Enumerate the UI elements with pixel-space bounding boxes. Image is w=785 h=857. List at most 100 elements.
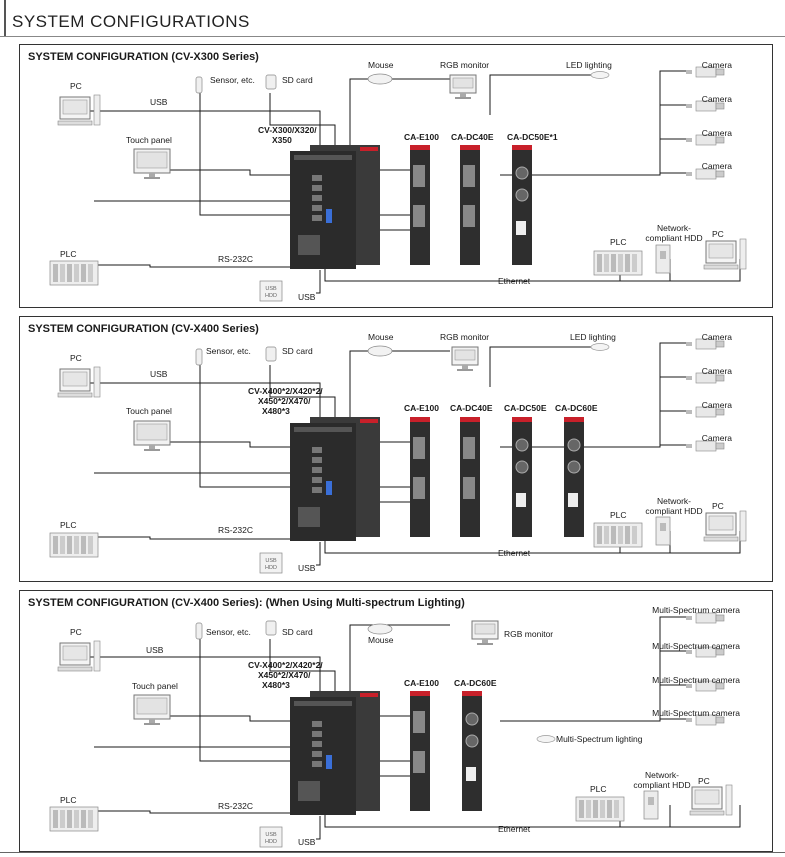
- usb-hdd-text: HDD: [265, 293, 277, 299]
- wire: [349, 350, 360, 429]
- wire: [95, 536, 306, 540]
- network-hdd-label-1: Network-: [656, 223, 691, 233]
- plc-label: PLC: [60, 520, 77, 530]
- sd-card-icon: [265, 74, 277, 90]
- diagram-wiring-3: USB HDD: [49, 612, 741, 848]
- led-lighting-icon: [590, 71, 610, 79]
- plc-right-label: PLC: [610, 237, 627, 247]
- network-hdd-icon: [655, 516, 671, 546]
- usb-label: USB: [146, 645, 164, 655]
- wire: [316, 816, 321, 840]
- pc-right-icon: [703, 238, 747, 270]
- camera-icon: [686, 714, 725, 726]
- sensor-icon: [195, 76, 203, 94]
- panel-cv-x400-multispectrum: USB HDD SYSTEM CONFIGURATION (CV-X400 Ser…: [19, 590, 773, 852]
- touch-panel-icon: [133, 694, 171, 725]
- wire: [95, 264, 306, 268]
- plc-label: PLC: [60, 249, 77, 259]
- sensor-label: Sensor, etc.: [206, 346, 251, 356]
- pc-icon: [57, 640, 101, 672]
- camera-icon: [686, 406, 725, 418]
- controller-label-3: X480*3: [262, 406, 290, 416]
- network-hdd-icon: [655, 244, 671, 274]
- mouse-icon: [367, 345, 393, 357]
- wire: [269, 365, 336, 427]
- wire: [500, 70, 688, 176]
- sd-card-label: SD card: [282, 627, 313, 637]
- mouse-label: Mouse: [368, 332, 394, 342]
- camera-icon: [686, 646, 725, 658]
- camera-label: Camera: [701, 128, 732, 138]
- plc-right-icon: [575, 796, 625, 822]
- mouse-icon: [367, 623, 393, 635]
- rgb-monitor-label: RGB monitor: [440, 332, 490, 342]
- network-hdd-label-2: compliant HDD: [645, 506, 703, 516]
- camera-unit-icon: [410, 691, 430, 811]
- rgb-monitor-icon: [451, 346, 479, 371]
- wire: [324, 531, 741, 554]
- wire: [349, 78, 360, 157]
- wire: [269, 639, 336, 701]
- camera-label: Camera: [701, 60, 732, 70]
- plc-icon: [49, 806, 99, 832]
- rgb-monitor-label: RGB monitor: [440, 60, 490, 70]
- network-hdd-label-2: compliant HDD: [645, 233, 703, 243]
- network-hdd-icon: [643, 790, 659, 820]
- ethernet-label: Ethernet: [498, 548, 531, 558]
- usb-label: USB: [150, 369, 168, 379]
- pc-icon: [57, 366, 101, 398]
- plc-icon: [49, 532, 99, 558]
- camera-icon: [686, 168, 725, 180]
- wire: [199, 365, 306, 488]
- page-title: SYSTEM CONFIGURATIONS: [12, 12, 250, 31]
- mouse-label: Mouse: [368, 635, 394, 645]
- controller-icon: [290, 145, 380, 269]
- rgb-monitor-icon: [449, 74, 477, 99]
- title-tick: [4, 0, 6, 36]
- ms-camera-label: Multi-Spectrum camera: [652, 641, 740, 651]
- title-underline: [0, 36, 785, 37]
- controller-label-1: CV-X400*2/X420*2/: [248, 660, 323, 670]
- wire: [500, 616, 688, 722]
- unit-ca-dc60e-label: CA-DC60E: [555, 403, 598, 413]
- led-lighting-icon: [590, 343, 610, 351]
- plc-icon: [49, 260, 99, 286]
- panel-title: SYSTEM CONFIGURATION (CV-X400 Series): [28, 323, 259, 335]
- led-lighting-label: LED lighting: [566, 60, 612, 70]
- sensor-icon: [195, 348, 203, 366]
- pc-right-icon: [689, 784, 733, 816]
- wire: [316, 542, 321, 566]
- plc-right-label: PLC: [610, 510, 627, 520]
- usb-hdd-text: HDD: [265, 839, 277, 845]
- camera-unit-icon: [564, 417, 584, 537]
- camera-icon: [686, 100, 725, 112]
- touch-panel-icon: [133, 420, 171, 451]
- unit-ca-dc40e-label: CA-DC40E: [451, 132, 494, 142]
- panel-title: SYSTEM CONFIGURATION (CV-X400 Series): (…: [28, 597, 465, 609]
- wire: [170, 715, 306, 722]
- camera-icon: [686, 440, 725, 452]
- rgb-monitor-icon: [471, 620, 499, 645]
- page-bottom-rule: [0, 852, 785, 853]
- panel-title: SYSTEM CONFIGURATION (CV-X300 Series): [28, 51, 259, 63]
- network-hdd-label-1: Network-: [656, 496, 691, 506]
- unit-ca-dc40e-label: CA-DC40E: [450, 403, 493, 413]
- unit-ca-e100-label: CA-E100: [404, 678, 439, 688]
- usb-bottom-label: USB: [298, 563, 316, 573]
- camera-label: Camera: [701, 366, 732, 376]
- camera-label: Camera: [701, 332, 732, 342]
- camera-unit-icon: [462, 691, 482, 811]
- network-hdd-label-1: Network-: [644, 770, 679, 780]
- camera-icon: [686, 134, 725, 146]
- controller-icon: [290, 691, 380, 815]
- sensor-icon: [195, 622, 203, 640]
- touch-panel-label: Touch panel: [126, 406, 172, 416]
- usb-hdd-text: USB: [265, 286, 277, 292]
- camera-icon: [686, 372, 725, 384]
- pc-right-label: PC: [712, 229, 724, 239]
- sd-card-icon: [265, 620, 277, 636]
